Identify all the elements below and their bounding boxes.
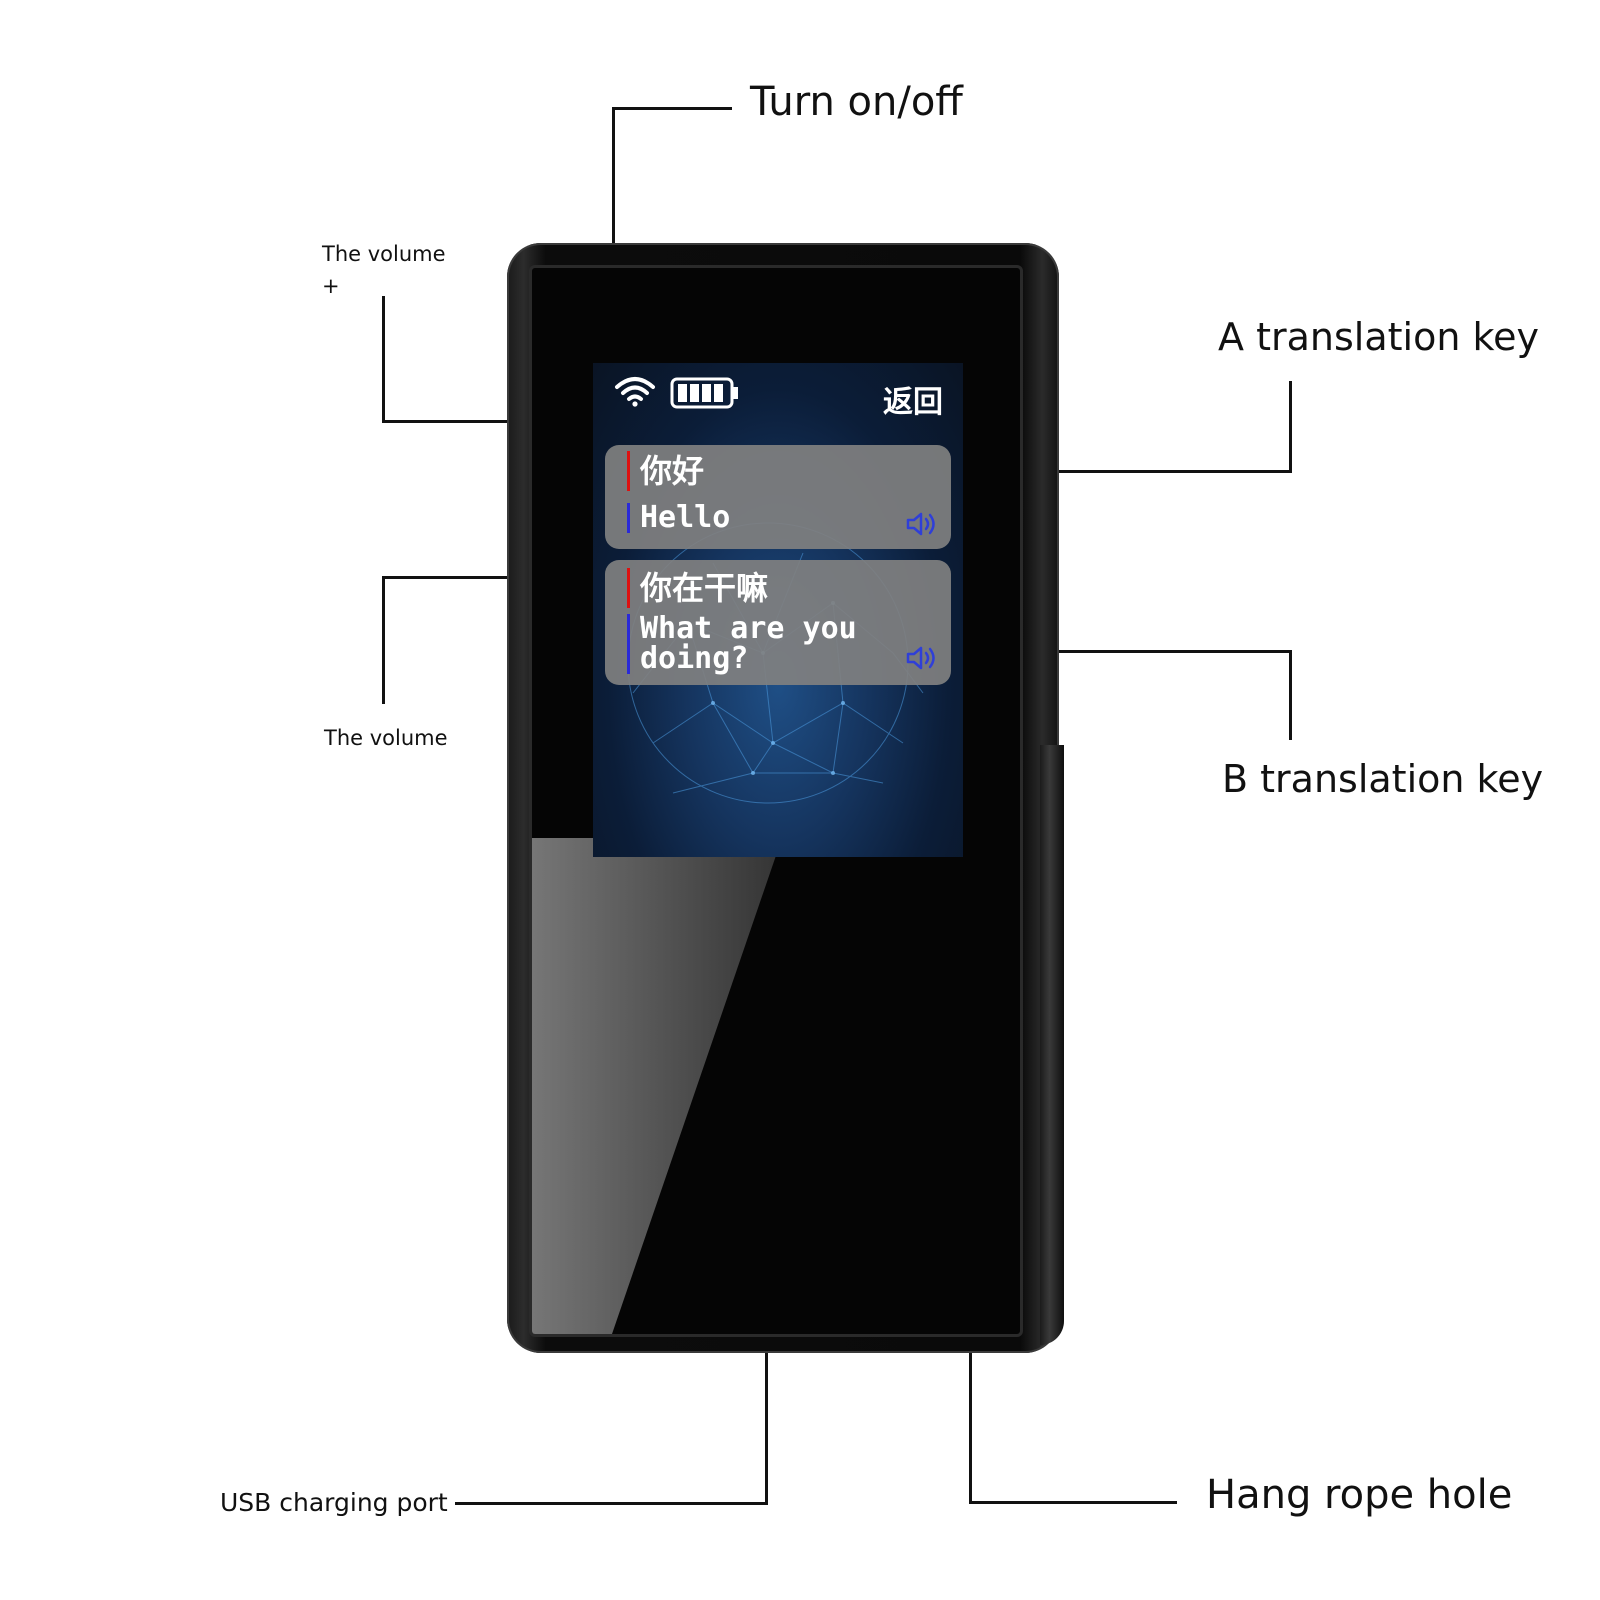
label-hang-rope-hole: Hang rope hole (1206, 1472, 1513, 1518)
leader-volume-down-v (382, 576, 385, 704)
leader-usb-v (765, 1353, 768, 1505)
translation-text: Hello (627, 503, 730, 533)
speaker-icon[interactable] (905, 645, 939, 671)
leader-volume-up-v (382, 296, 385, 422)
source-text: 你好 (627, 451, 704, 491)
translation-text: What are you doing? (627, 614, 880, 674)
label-volume-up-text: The volume (322, 242, 446, 266)
label-turn-on-off: Turn on/off (750, 79, 963, 125)
label-volume-down: The volume (324, 726, 448, 750)
leader-key-b-h (1059, 650, 1292, 653)
label-usb-charging-port: USB charging port (220, 1488, 448, 1517)
leader-power-h (612, 107, 732, 110)
translation-bubble[interactable]: 你在干嘛 What are you doing? (605, 560, 951, 685)
translator-screen: 返回 你好 Hello 你在干嘛 What are you doing? (593, 363, 963, 857)
device-side-curve (1040, 745, 1064, 1345)
leader-usb-h (455, 1502, 768, 1505)
back-button[interactable]: 返回 (883, 385, 943, 420)
leader-key-a-h (1059, 470, 1292, 473)
label-volume-up: The volume + (322, 238, 462, 302)
leader-rope-v (969, 1353, 972, 1504)
leader-power-v (612, 107, 615, 245)
leader-rope-h (969, 1501, 1177, 1504)
leader-key-a-v (1289, 381, 1292, 473)
label-b-translation-key: B translation key (1222, 757, 1544, 801)
screen-glare (532, 838, 782, 1334)
label-volume-up-plus: + (322, 274, 340, 298)
speaker-icon[interactable] (905, 511, 939, 537)
label-a-translation-key: A translation key (1218, 315, 1539, 359)
leader-volume-up-h (382, 420, 510, 423)
source-text: 你在干嘛 (627, 568, 768, 608)
leader-key-b-v (1289, 650, 1292, 740)
leader-volume-down-h (382, 576, 510, 579)
wifi-icon (615, 377, 655, 407)
translation-bubble[interactable]: 你好 Hello (605, 445, 951, 549)
status-bar: 返回 (593, 363, 963, 423)
battery-icon (670, 377, 738, 409)
